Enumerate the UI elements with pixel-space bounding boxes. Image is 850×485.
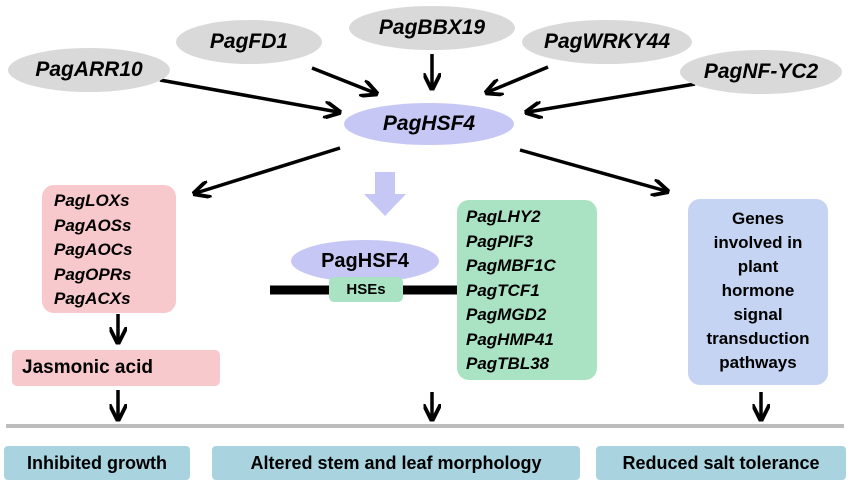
downregulated-genes-list: PagLHY2 PagPIF3 PagMBF1C PagTCF1 PagMGD2… <box>466 205 556 377</box>
regulator-nfyc2: PagNF-YC2 <box>680 50 842 94</box>
regulator-fd1: PagFD1 <box>176 20 322 64</box>
arrow-fd1-to-hsf4 <box>311 66 375 93</box>
outcome-reduced-salt-tolerance: Reduced salt tolerance <box>596 446 846 480</box>
hses-element: HSEs <box>329 277 403 302</box>
hormone-line: hormone <box>721 281 795 300</box>
bound-protein-hsf4: PagHSF4 <box>291 240 439 282</box>
hormone-line: involved in <box>713 233 803 252</box>
ja-gene: PagAOCs <box>54 240 133 259</box>
ja-gene: PagLOXs <box>54 191 130 210</box>
regulator-wrky44: PagWRKY44 <box>522 20 692 64</box>
ja-genes-box <box>42 185 176 313</box>
ja-gene: PagOPRs <box>54 264 132 284</box>
regulator-arr10: PagARR10 <box>8 48 170 92</box>
jasmonic-acid-label: Jasmonic acid <box>22 357 153 378</box>
hormone-line: Genes <box>732 209 784 228</box>
regulator-bbx19: PagBBX19 <box>349 6 515 50</box>
hormone-line: signal <box>733 305 783 324</box>
arrow-arr10-to-hsf4 <box>159 78 338 112</box>
hormone-genes-text: Genes involved in plant hormone signal t… <box>688 207 828 375</box>
down-gene: PagMGD2 <box>466 305 547 324</box>
hormone-line: transduction <box>706 329 810 348</box>
hormone-line: pathways <box>719 353 797 372</box>
down-gene: PagTCF1 <box>466 280 540 300</box>
arrow-hsf4-to-ja-genes <box>196 146 341 193</box>
down-gene: PagTBL38 <box>466 354 550 373</box>
outcome-inhibited-growth: Inhibited growth <box>4 446 190 480</box>
arrow-hsf4-to-hormone-genes <box>519 148 666 191</box>
hormone-genes-box <box>688 199 828 385</box>
ja-gene: PagACXs <box>54 289 131 308</box>
central-gene-hsf4: PagHSF4 <box>344 103 514 145</box>
down-gene: PagLHY2 <box>466 207 541 226</box>
binding-arrow <box>364 172 406 216</box>
down-gene: PagPIF3 <box>466 231 534 251</box>
jasmonic-acid-box <box>12 350 220 386</box>
hormone-line: plant <box>737 257 779 276</box>
arrow-nfyc2-to-hsf4 <box>528 82 696 112</box>
down-gene: PagMBF1C <box>466 256 556 275</box>
ja-gene: PagAOSs <box>54 215 132 235</box>
downregulated-genes-box <box>457 200 597 380</box>
ja-genes-list: PagLOXs PagAOSs PagAOCs PagOPRs PagACXs <box>54 189 132 312</box>
arrow-wrky44-to-hsf4 <box>488 65 549 92</box>
outcome-altered-morphology: Altered stem and leaf morphology <box>212 446 580 480</box>
down-gene: PagHMP41 <box>466 329 554 349</box>
